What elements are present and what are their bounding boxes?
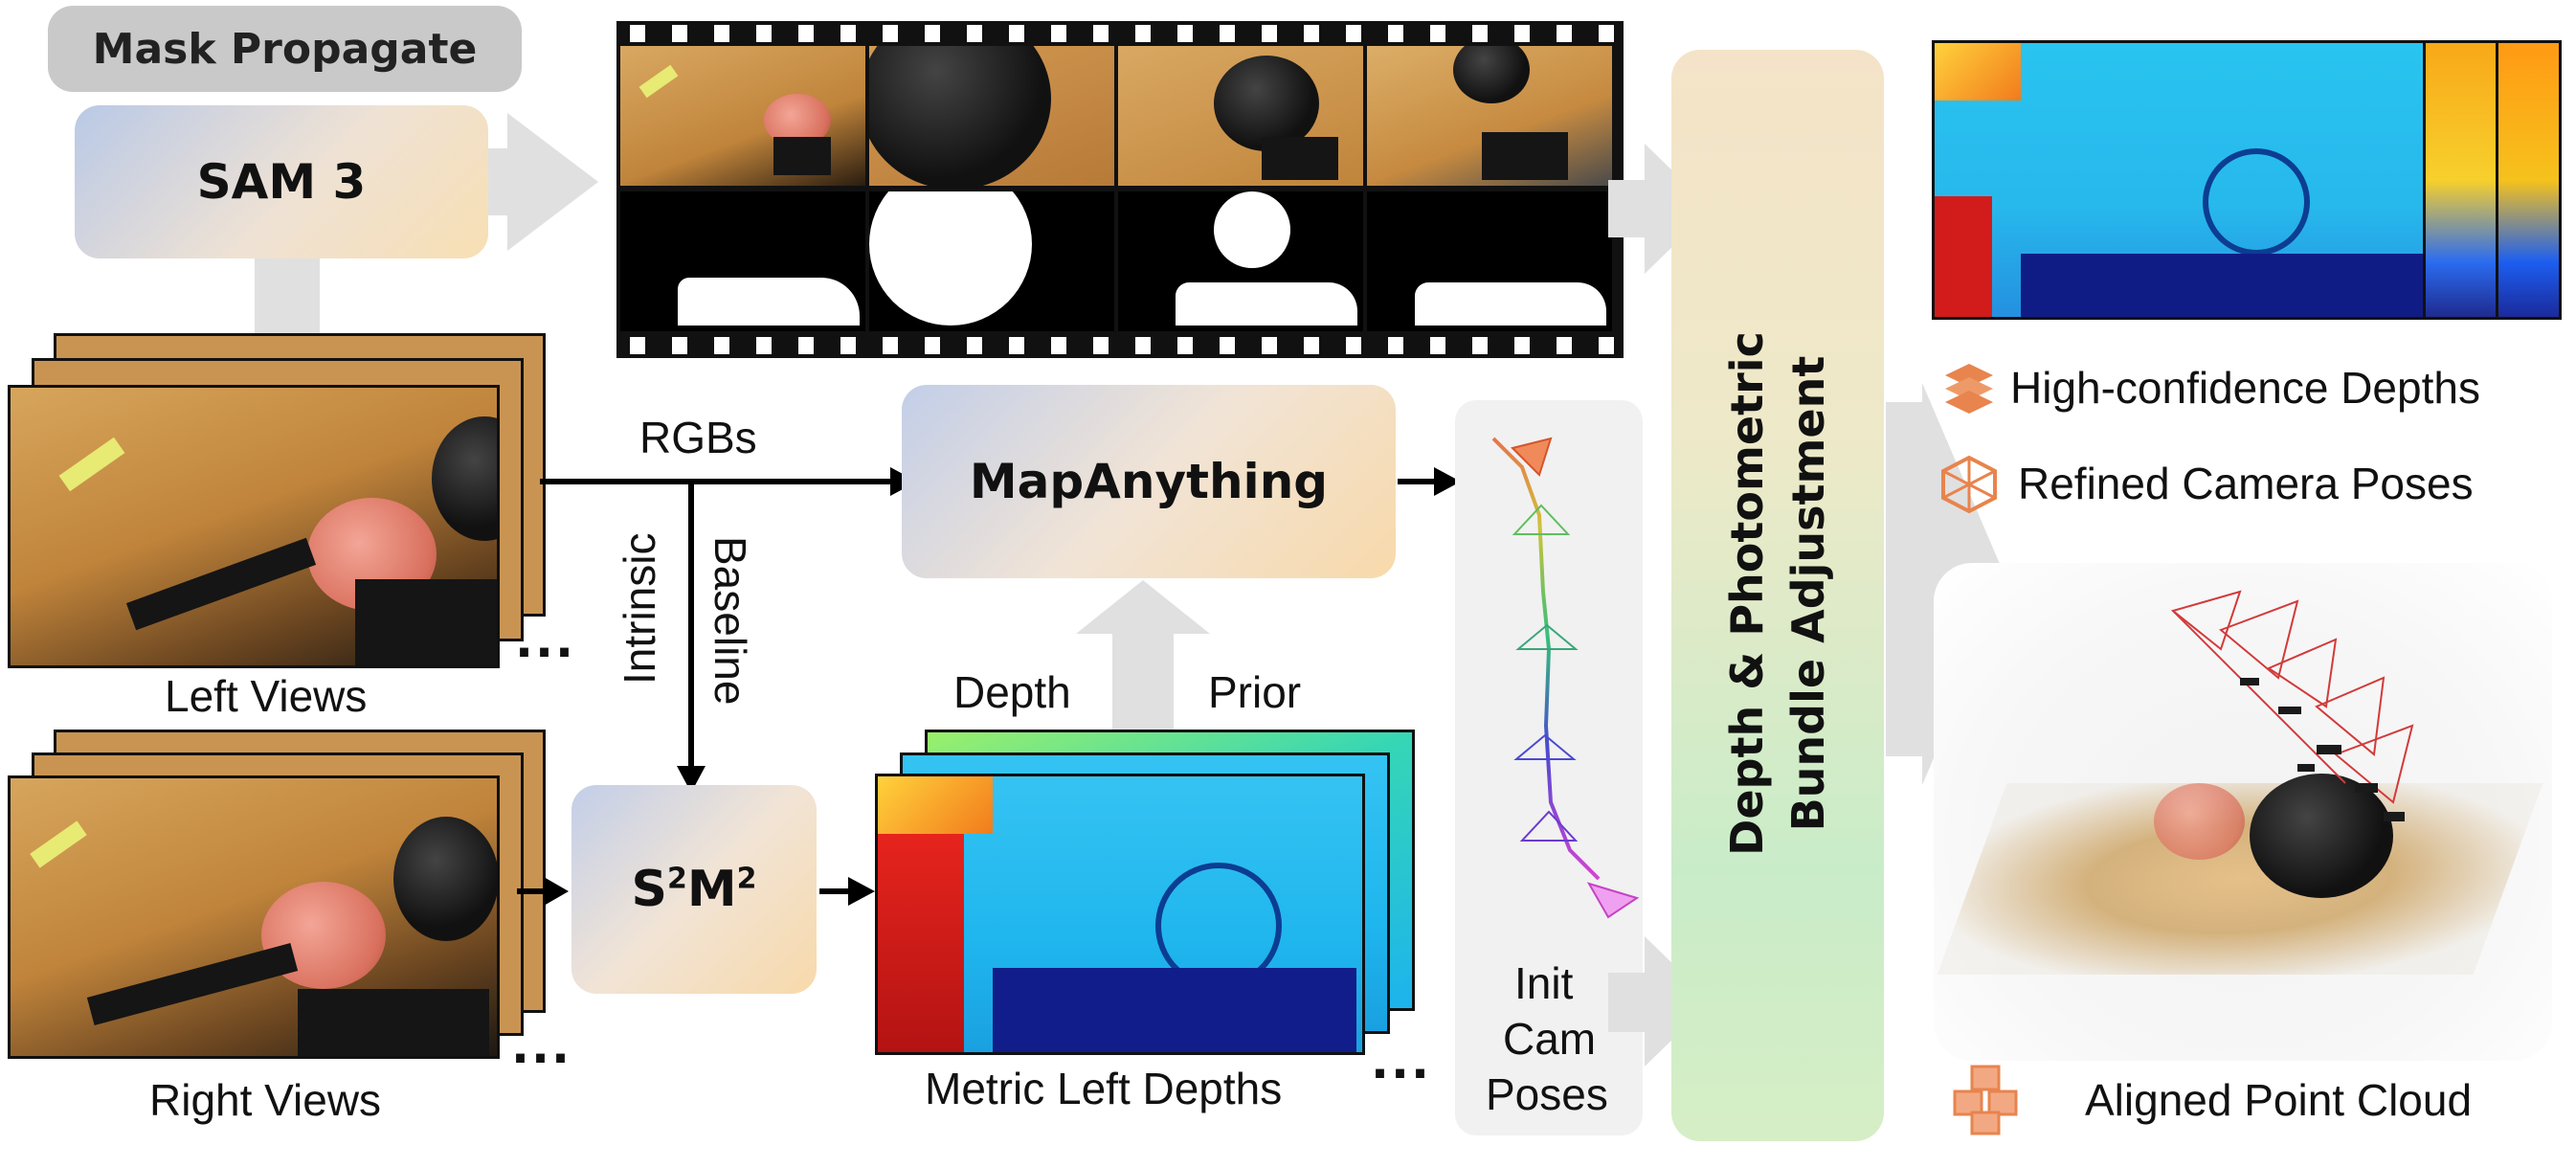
aligned-point-cloud-label: Aligned Point Cloud bbox=[2085, 1075, 2473, 1125]
sam3-label: SAM 3 bbox=[196, 154, 367, 210]
right-views-label: Right Views bbox=[149, 1075, 382, 1125]
masks-to-ba-arrow-body bbox=[1608, 180, 1646, 237]
metric-left-depths-label: Metric Left Depths bbox=[925, 1064, 1283, 1113]
bundle-adjustment-module bbox=[1671, 50, 1884, 1141]
depth-layers-icon bbox=[1945, 364, 1993, 414]
init-line3: Poses bbox=[1486, 1069, 1608, 1119]
left-views-label: Left Views bbox=[165, 671, 368, 721]
left-views-ellipsis: ... bbox=[515, 613, 575, 668]
refined-depth-image bbox=[1932, 40, 2426, 320]
depth-prior-arrow-body bbox=[1112, 628, 1174, 730]
depth-label: Depth bbox=[953, 667, 1071, 717]
point-cloud-panel bbox=[1934, 563, 2552, 1061]
s2m2-label: S2M2 bbox=[631, 861, 757, 918]
s2m2-to-depth-head bbox=[848, 877, 875, 906]
rgbs-label: RGBs bbox=[639, 413, 757, 462]
init-cam-poses-panel: Init Cam Poses bbox=[1455, 400, 1643, 1135]
prior-label: Prior bbox=[1208, 667, 1302, 717]
ba-output-arrow-body bbox=[1886, 402, 1924, 756]
high-conf-depths-label: High-confidence Depths bbox=[2010, 363, 2480, 413]
right-to-s2m2-head bbox=[544, 877, 569, 906]
cubes-stack-icon bbox=[1953, 1065, 2018, 1135]
mapanything-module: MapAnything bbox=[902, 385, 1396, 578]
mask-propagate-title: Mask Propagate bbox=[48, 6, 522, 92]
sam3-to-masks-arrow-head bbox=[507, 113, 598, 251]
frame-rgb-3 bbox=[1118, 46, 1363, 186]
baseline-label: Baseline bbox=[706, 536, 755, 706]
depths-ellipsis: ... bbox=[1371, 1034, 1431, 1089]
rgbs-arrow-line bbox=[540, 479, 896, 484]
camera-trajectory bbox=[1491, 437, 1640, 919]
mapanything-label: MapAnything bbox=[969, 454, 1329, 509]
frame-mask-1 bbox=[620, 191, 865, 331]
frame-mask-3 bbox=[1118, 191, 1363, 331]
frame-mask-2 bbox=[869, 191, 1114, 331]
camera-cube-icon bbox=[1941, 455, 1997, 514]
sam3-module: SAM 3 bbox=[75, 105, 488, 258]
init-line2: Cam bbox=[1503, 1014, 1597, 1064]
left-view-image bbox=[8, 385, 500, 668]
right-view-image bbox=[8, 775, 500, 1059]
mapanything-to-poses-line bbox=[1398, 479, 1438, 484]
sam3-connector bbox=[255, 255, 320, 335]
refined-camera-poses-label: Refined Camera Poses bbox=[2018, 459, 2474, 508]
frame-rgb-1 bbox=[620, 46, 865, 186]
s2m2-module: S2M2 bbox=[571, 785, 817, 994]
metric-depth-image bbox=[875, 774, 1365, 1055]
mask-filmstrip bbox=[616, 21, 1624, 358]
intrinsic-arrow-line bbox=[688, 482, 694, 769]
ba-line2: Bundle Adjustment bbox=[1782, 355, 1834, 832]
s2m2-to-depth-line bbox=[819, 888, 852, 894]
init-line1: Init bbox=[1514, 958, 1574, 1008]
ba-line1: Depth & Photometric bbox=[1721, 331, 1773, 856]
frame-rgb-4 bbox=[1367, 46, 1612, 186]
frame-mask-4 bbox=[1367, 191, 1612, 331]
depth-prior-arrow-head bbox=[1076, 580, 1210, 634]
frame-rgb-2 bbox=[869, 46, 1114, 186]
poses-to-ba-arrow-body bbox=[1608, 973, 1646, 1032]
intrinsic-label: Intrinsic bbox=[615, 532, 664, 685]
right-to-s2m2-line bbox=[517, 888, 548, 894]
right-views-ellipsis: ... bbox=[511, 1019, 571, 1074]
